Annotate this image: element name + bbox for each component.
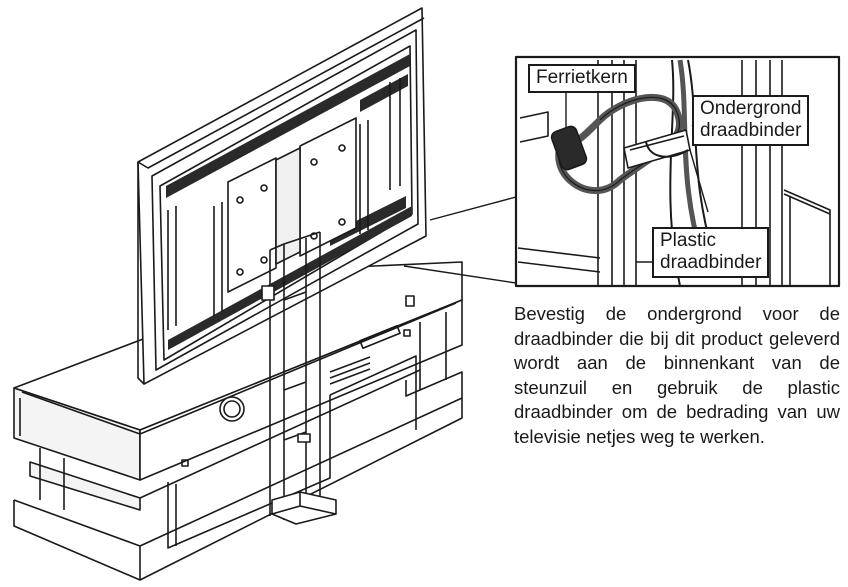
ferrite-core-text: Ferrietkern <box>536 67 628 88</box>
base-binder-line1: Ondergrond <box>700 98 802 119</box>
base-binder-label: Ondergrond draadbinder <box>692 95 810 146</box>
stand-cabinet <box>13 261 463 581</box>
tv-panel <box>137 7 427 385</box>
support-pole <box>261 231 337 525</box>
ferrite-core-label: Ferrietkern <box>528 64 636 93</box>
callout-lines <box>403 196 517 284</box>
plastic-binder-line2: draadbinder <box>660 252 762 273</box>
plastic-binder-label: Plastic draadbinder <box>652 227 770 278</box>
instruction-caption: Bevestig de ondergrond voor de draadbind… <box>514 303 840 447</box>
plastic-binder-line1: Plastic <box>660 230 716 251</box>
base-binder-line2: draadbinder <box>700 120 802 141</box>
